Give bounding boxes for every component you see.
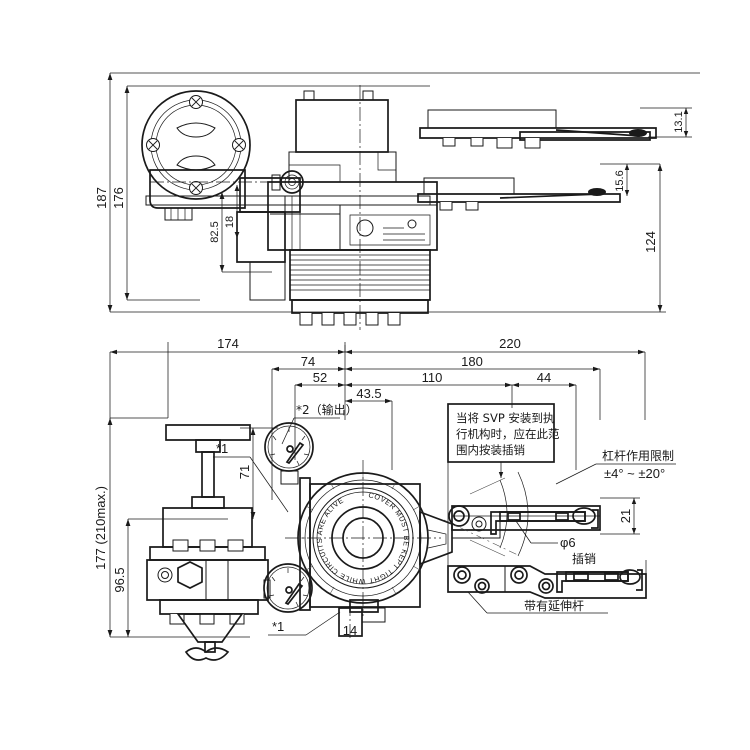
dim-label-18: 18	[224, 216, 236, 228]
callout-label-lever-range: ±4° ~ ±20°	[604, 466, 665, 481]
dim-74: 74	[271, 354, 345, 500]
dim-176: 176	[111, 86, 130, 300]
callout-label-dia6: φ6	[560, 535, 576, 550]
callout-star1-left: *1	[213, 441, 289, 513]
note-line-3: 围内按装插销	[456, 443, 525, 457]
dim-71: 71	[237, 427, 278, 519]
dim-177: 177 (210max.)	[93, 417, 250, 638]
dim-187: 187	[94, 73, 113, 312]
dim-label-21: 21	[618, 509, 633, 523]
positioner-body-upper	[236, 181, 438, 301]
callout-label-extension: 带有延伸杆	[524, 599, 584, 613]
dim-13-1: 13.1	[640, 107, 692, 138]
callout-label-lever-limit: 杠杆作用限制	[602, 448, 674, 463]
dim-label-71: 71	[237, 465, 252, 479]
dim-174: 174	[109, 336, 346, 420]
dim-label-44: 44	[537, 370, 551, 385]
dim-label-13-1: 13.1	[673, 111, 685, 132]
feedback-lever-lower-detail	[417, 177, 621, 211]
callout-extension-rod: 带有延伸杆	[467, 591, 608, 614]
terminal-housing	[141, 90, 251, 221]
callout-label-star1-bottom: *1	[272, 619, 284, 634]
dim-label-176: 176	[111, 187, 126, 209]
callout-pin: φ6 插销	[515, 520, 596, 566]
lower-view-group: 174 220 74 180	[93, 336, 676, 661]
dim-21: 21	[600, 497, 640, 535]
callout-label-pin: 插销	[572, 552, 596, 566]
dim-label-15-6: 15.6	[614, 170, 626, 191]
dim-label-96-5: 96.5	[112, 567, 127, 592]
dim-96-5: 96.5	[112, 518, 228, 637]
pressure-gauge-lower	[263, 563, 313, 613]
dim-label-74: 74	[301, 354, 315, 369]
dim-110: 110	[345, 370, 513, 408]
dim-43-5: 43.5	[345, 386, 393, 470]
installation-note-box: 当将 SVP 安装到执 行机构时，应在此范 围内按装插销	[447, 403, 560, 478]
dim-220: 220	[345, 336, 646, 420]
dim-label-174: 174	[217, 336, 239, 351]
feedback-lever-upper-detail	[419, 109, 657, 149]
extension-rod-lever	[447, 565, 647, 599]
dim-label-82-5: 82.5	[209, 221, 221, 242]
callout-lever-limit: 杠杆作用限制 ±4° ~ ±20°	[555, 448, 676, 485]
dim-label-220: 220	[499, 336, 521, 351]
dim-label-177: 177 (210max.)	[93, 486, 108, 570]
dim-label-43-5: 43.5	[356, 386, 381, 401]
callout-output-port: *2（输出）	[281, 402, 358, 445]
upper-witness-lines	[110, 72, 700, 313]
pressure-gauge-upper	[264, 422, 314, 485]
housing-bottom-neck	[338, 602, 386, 640]
air-filter-regulator	[146, 424, 269, 661]
dim-label-110: 110	[422, 370, 443, 385]
dim-52: 52	[294, 370, 345, 460]
positioner-round-housing: COVER MUST BE KEPT TIGHT WHILE CIRCUITS …	[285, 460, 453, 616]
lower-reference-frame	[167, 342, 647, 574]
dim-44: 44	[512, 370, 577, 470]
callout-star1-bottom: *1	[268, 611, 341, 636]
note-line-1: 当将 SVP 安装到执	[456, 411, 555, 425]
dim-label-180: 180	[461, 354, 483, 369]
callout-label-star1-left: *1	[216, 441, 228, 456]
dim-label-124: 124	[643, 231, 658, 253]
dim-label-187: 187	[94, 187, 109, 209]
dim-180: 180	[345, 354, 601, 420]
callout-label-star2: *2（输出）	[296, 402, 358, 417]
dim-15-6: 15.6	[600, 163, 660, 196]
feedback-lever-linkage	[443, 471, 601, 557]
dim-label-52: 52	[313, 370, 327, 385]
dim-124: 124	[430, 164, 666, 313]
upper-view-group: 187 176 82.5 18	[94, 72, 700, 330]
note-line-2: 行机构时，应在此范	[456, 427, 560, 441]
